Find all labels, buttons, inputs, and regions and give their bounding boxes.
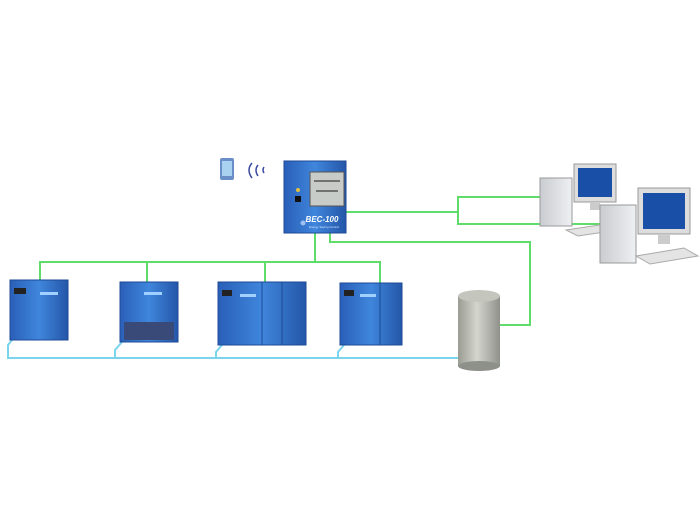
compressor-3: [217, 281, 307, 346]
controller-model-label: BEC-100: [306, 215, 339, 224]
computer-2: [599, 187, 700, 265]
bec-100-controller: BEC-100 Energy Saving Control: [283, 160, 347, 234]
air-tank: [458, 290, 500, 371]
compressor-1: [9, 279, 69, 341]
compressor-2: [119, 281, 179, 343]
wireless-signal-icon: [248, 162, 265, 179]
controller-subtitle: Energy Saving Control: [309, 225, 339, 229]
compressor-4: [339, 282, 403, 346]
signal-lines: [39, 196, 600, 326]
tablet-icon: [220, 158, 234, 180]
air-pipe: [7, 339, 460, 359]
